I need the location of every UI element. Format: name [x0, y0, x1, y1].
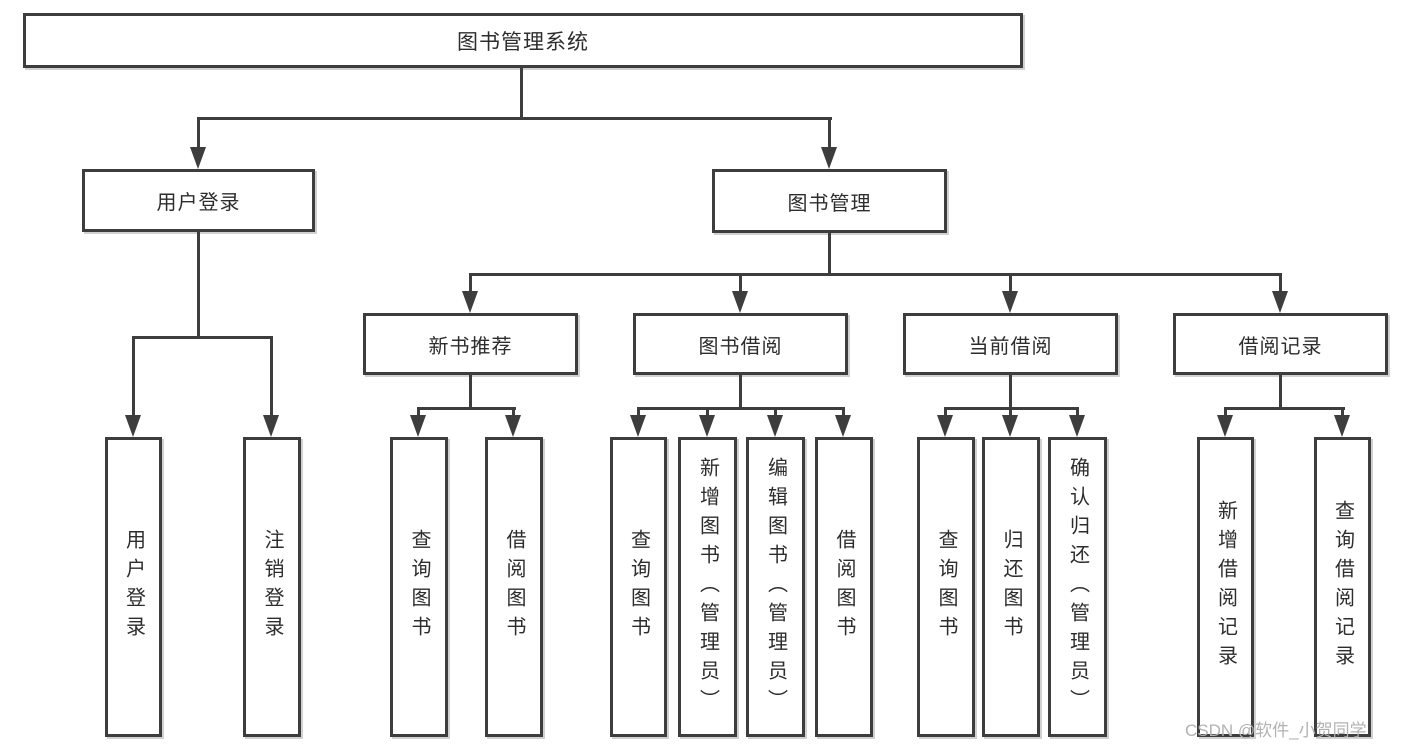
connector-to-book-management [828, 117, 831, 148]
connector-to-bb-edit [774, 407, 777, 417]
node-root-label: 图书管理系统 [457, 30, 589, 54]
connector-user-login-stem [197, 232, 200, 336]
connector-to-cb-return [1009, 407, 1012, 417]
connector-to-borrow-record [1279, 273, 1282, 293]
leaf-query-book-2: 查询图书 [610, 437, 667, 737]
leaf-return-book: 归还图书 [982, 437, 1040, 737]
leaf-add-book-admin-label: 新增图书（管理员） [696, 456, 719, 718]
connector-to-leaf-user-login [132, 336, 135, 417]
node-user-login: 用户登录 [82, 169, 315, 232]
leaf-borrow-book-1-label: 借阅图书 [503, 529, 525, 645]
arrowhead-borrow-record [1272, 291, 1288, 313]
arrowhead-user-login [190, 147, 206, 169]
leaf-add-borrow-record-label: 新增借阅记录 [1214, 500, 1237, 674]
leaf-user-login: 用户登录 [105, 437, 162, 737]
connector-to-cb-query [944, 407, 947, 417]
connector-to-br-query [1341, 407, 1344, 417]
connector-book-mgmt-bar [469, 273, 1282, 276]
node-book-management: 图书管理 [712, 169, 947, 233]
connector-br-bar [1224, 407, 1345, 410]
arrowhead-nb-borrow [505, 415, 521, 437]
connector-to-br-add [1224, 407, 1227, 417]
node-book-borrow: 图书借阅 [633, 313, 848, 375]
leaf-edit-book-admin: 编辑图书（管理员） [746, 437, 805, 737]
leaf-borrow-book-2: 借阅图书 [815, 437, 873, 737]
csdn-watermark: CSDN @软件_小贺同学 [1185, 721, 1367, 740]
connector-to-nb-borrow [512, 407, 515, 417]
connector-to-bb-borrow [842, 407, 845, 417]
leaf-logout-label: 注销登录 [261, 529, 283, 645]
leaf-user-login-label: 用户登录 [122, 529, 145, 645]
arrowhead-bb-add [699, 415, 715, 437]
node-book-borrow-label: 图书借阅 [698, 335, 783, 358]
node-book-management-label: 图书管理 [787, 192, 872, 215]
connector-cb-stem [1009, 375, 1012, 407]
arrowhead-br-query [1334, 415, 1350, 437]
connector-user-login-bar [132, 336, 273, 339]
leaf-query-borrow-record-label: 查询借阅记录 [1331, 500, 1354, 674]
connector-to-new-book-recommend [469, 273, 472, 293]
node-current-borrow-label: 当前借阅 [968, 335, 1053, 358]
connector-to-leaf-logout [270, 336, 273, 417]
arrowhead-cb-return [1002, 415, 1018, 437]
leaf-borrow-book-1: 借阅图书 [485, 437, 543, 737]
arrowhead-book-management [821, 147, 837, 169]
node-current-borrow: 当前借阅 [903, 313, 1118, 375]
connector-nbr-bar [417, 407, 516, 410]
node-root: 图书管理系统 [23, 13, 1023, 68]
arrowhead-current-borrow [1002, 291, 1018, 313]
node-user-login-label: 用户登录 [156, 192, 241, 214]
node-borrow-record-label: 借阅记录 [1238, 335, 1323, 358]
leaf-confirm-return-admin-label: 确认归还（管理员） [1066, 456, 1089, 718]
leaf-return-book-label: 归还图书 [1000, 529, 1022, 645]
connector-bb-bar [637, 407, 845, 410]
connector-to-cb-confirm [1076, 407, 1079, 417]
connector-book-mgmt-stem [828, 233, 831, 273]
arrowhead-book-borrow [732, 291, 748, 313]
node-borrow-record: 借阅记录 [1173, 313, 1388, 375]
connector-root-stem [520, 68, 523, 117]
connector-to-bb-query [637, 407, 640, 417]
leaf-query-book-2-label: 查询图书 [627, 529, 650, 645]
leaf-add-borrow-record: 新增借阅记录 [1197, 437, 1254, 737]
connector-bb-stem [739, 375, 742, 407]
connector-to-book-borrow [739, 273, 742, 293]
arrowhead-nb-query [410, 415, 426, 437]
connector-br-stem [1279, 375, 1282, 407]
leaf-borrow-book-2-label: 借阅图书 [833, 529, 855, 645]
leaf-confirm-return-admin: 确认归还（管理员） [1048, 437, 1107, 737]
leaf-edit-book-admin-label: 编辑图书（管理员） [764, 456, 787, 718]
connector-root-bar [197, 117, 832, 120]
arrowhead-bb-borrow [835, 415, 851, 437]
arrowhead-cb-confirm [1069, 415, 1085, 437]
arrowhead-bb-query [630, 415, 646, 437]
connector-to-current-borrow [1009, 273, 1012, 293]
leaf-query-book-3: 查询图书 [917, 437, 975, 737]
connector-nbr-stem [469, 375, 472, 407]
arrowhead-leaf-logout [263, 415, 279, 437]
arrowhead-br-add [1217, 415, 1233, 437]
connector-to-user-login [197, 117, 200, 148]
leaf-query-book-1: 查询图书 [390, 437, 448, 737]
connector-to-nb-query [417, 407, 420, 417]
leaf-add-book-admin: 新增图书（管理员） [678, 437, 737, 737]
node-new-book-recommend-label: 新书推荐 [428, 335, 513, 358]
leaf-logout: 注销登录 [243, 437, 301, 737]
arrowhead-new-book-recommend [462, 291, 478, 313]
connector-to-bb-add [706, 407, 709, 417]
leaf-query-borrow-record: 查询借阅记录 [1314, 437, 1371, 737]
node-new-book-recommend: 新书推荐 [363, 313, 578, 375]
leaf-query-book-1-label: 查询图书 [408, 529, 430, 645]
arrowhead-cb-query [937, 415, 953, 437]
arrowhead-bb-edit [767, 415, 783, 437]
leaf-query-book-3-label: 查询图书 [935, 529, 957, 645]
arrowhead-leaf-user-login [125, 415, 141, 437]
